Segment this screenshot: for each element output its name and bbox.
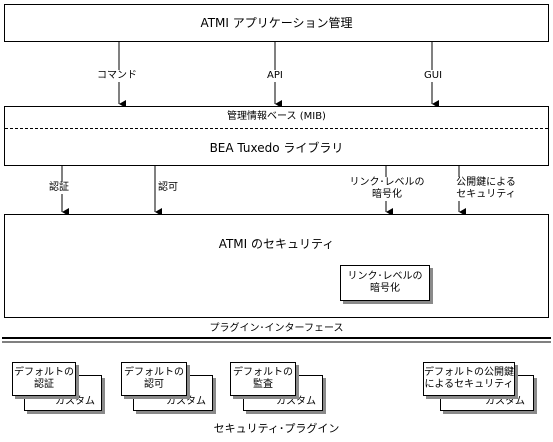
default-authorization-label: デフォルトの 認可	[124, 367, 184, 390]
default-authentication-card: デフォルトの 認証	[12, 362, 76, 396]
default-audit-card: デフォルトの 監査	[230, 362, 296, 396]
interface-label-gui: GUI	[423, 70, 444, 82]
atmi-security-box: ATMI のセキュリティ リンク･レベルの 暗号化	[4, 214, 549, 318]
default-public-key-label: デフォルトの公開鍵 によるセキュリティ	[424, 367, 514, 390]
plugin-interface-label: プラグイン･インターフェース	[209, 322, 344, 334]
link-encryption-module-box: リンク･レベルの 暗号化	[340, 265, 430, 301]
tuxedo-library-label: BEA Tuxedo ライブラリ	[209, 141, 344, 155]
interface-label-command: コマンド	[96, 70, 138, 82]
service-label-public-key: 公開鍵による セキュリティ	[446, 177, 526, 201]
mib-dashed-divider	[5, 128, 548, 129]
default-authorization-card: デフォルトの 認可	[121, 362, 187, 396]
service-label-authentication: 認証	[49, 182, 69, 194]
custom-audit-label: カスタム	[276, 396, 316, 407]
default-authentication-label: デフォルトの 認証	[14, 367, 74, 390]
default-audit-label: デフォルトの 監査	[233, 367, 293, 390]
link-encryption-module-label: リンク･レベルの 暗号化	[347, 271, 423, 294]
interface-label-api: API	[266, 70, 284, 82]
security-plugins-label: セキュリティ･プラグイン	[213, 421, 340, 435]
default-public-key-card: デフォルトの公開鍵 によるセキュリティ	[423, 362, 515, 396]
atmi-application-management-box: ATMI アプリケーション管理	[4, 4, 549, 42]
custom-public-key-label: カスタム	[485, 396, 525, 407]
mib-label: 管理情報ベース (MIB)	[227, 111, 326, 122]
atmi-application-management-label: ATMI アプリケーション管理	[200, 16, 353, 30]
service-label-link-encryption: リンク･レベルの 暗号化	[342, 177, 432, 201]
tuxedo-library-box: 管理情報ベース (MIB) BEA Tuxedo ライブラリ	[4, 106, 549, 166]
custom-authorization-label: カスタム	[166, 396, 206, 407]
service-label-authorization: 認可	[158, 182, 178, 193]
atmi-security-label: ATMI のセキュリティ	[218, 237, 335, 251]
custom-authentication-label: カスタム	[55, 396, 95, 407]
